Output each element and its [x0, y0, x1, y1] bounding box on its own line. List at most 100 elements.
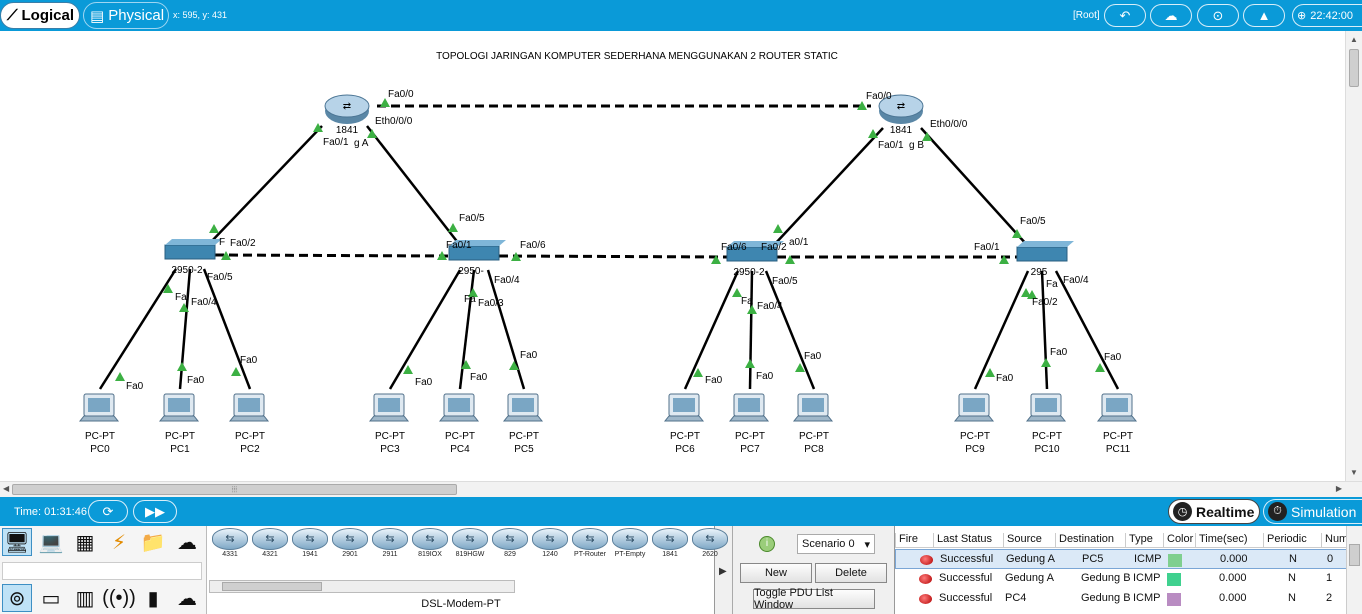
link-status-triangle-4 [868, 129, 878, 138]
pc4-port-fa0: Fa0 [470, 372, 488, 383]
fire-pdu-icon[interactable] [920, 555, 933, 565]
pointer-button[interactable]: ⊙ [1197, 4, 1239, 27]
pc6-screen [673, 398, 695, 412]
hubs-subcategory[interactable]: ▥ [70, 584, 100, 612]
pdu-color-swatch [1168, 554, 1182, 567]
pc8-port-fa0: Fa0 [804, 351, 822, 362]
realtime-mode-button[interactable]: ◷ Realtime [1168, 499, 1260, 524]
pdu-destination: PC5 [1082, 553, 1104, 565]
misc-category[interactable]: 📁 [138, 528, 168, 556]
device-model-819iox[interactable]: 819IOX [411, 528, 449, 562]
r2-port-fa01: Fa0/1 [878, 140, 904, 151]
pdu-column-num[interactable]: Num [1321, 533, 1348, 547]
pdu-column-color[interactable]: Color [1163, 533, 1193, 547]
pc8-screen [802, 398, 824, 412]
simulation-mode-button[interactable]: ⏱ Simulation [1263, 499, 1362, 524]
model-scroll-thumb[interactable] [222, 582, 322, 591]
logical-mode-button[interactable]: ⟋ Logical [0, 2, 80, 29]
device-model-1841[interactable]: 1841 [651, 528, 689, 562]
pc3-name: PC3 [380, 444, 400, 455]
device-model-4321[interactable]: 4321 [251, 528, 289, 562]
horizontal-scroll-thumb[interactable]: ⦙⦙⦙ [12, 484, 457, 495]
toggle-pdu-list-button[interactable]: Toggle PDU List Window [753, 587, 875, 611]
device-model-2620[interactable]: 2620 [691, 528, 729, 562]
device-model-4331[interactable]: 4331 [211, 528, 249, 562]
pdu-column-last-status[interactable]: Last Status [933, 533, 992, 547]
link-sw1-sw2 [214, 253, 450, 258]
routers-subcategory[interactable]: ⊚ [2, 584, 32, 612]
router-0-body [324, 94, 370, 118]
pc8-name: PC8 [804, 444, 824, 455]
pdu-type: ICMP [1133, 592, 1161, 604]
pdu-column-fire[interactable]: Fire [895, 533, 918, 547]
scroll-down-icon[interactable]: ▼ [1350, 468, 1358, 477]
connections-category[interactable]: ⚡ [104, 528, 134, 556]
pdu-column-source[interactable]: Source [1003, 533, 1042, 547]
router-icon [532, 528, 568, 550]
logical-workspace[interactable]: TOPOLOGI JARINGAN KOMPUTER SEDERHANA MEN… [0, 31, 1345, 481]
multiuser-category[interactable]: ☁ [172, 528, 202, 556]
info-icon[interactable]: i [759, 536, 775, 552]
pdu-column-type[interactable]: Type [1125, 533, 1153, 547]
scroll-right-icon[interactable]: ▶ [1335, 484, 1342, 493]
device-model-829[interactable]: 829 [491, 528, 529, 562]
link-status-triangle-7 [221, 251, 231, 260]
device-model-819hgw[interactable]: 819HGW [451, 528, 489, 562]
scenario-select[interactable]: Scenario 0 ▾ [797, 534, 875, 554]
clock-button[interactable]: ⊕ 22:42:00 [1292, 4, 1362, 27]
link-status-triangle-1 [857, 101, 867, 110]
pc2-port-fa0: Fa0 [240, 355, 258, 366]
wireless-subcategory[interactable]: ((•)) [102, 584, 136, 612]
device-model-1941[interactable]: 1941 [291, 528, 329, 562]
vertical-scroll-thumb[interactable] [1349, 49, 1359, 87]
pdu-source: Gedung A [1005, 572, 1054, 584]
link-status-triangle-9 [179, 303, 189, 312]
router-icon [652, 528, 688, 550]
end-devices-category[interactable]: 💻 [36, 528, 66, 556]
wan-emulation-subcategory[interactable]: ☁ [172, 584, 202, 612]
scroll-up-icon[interactable]: ▲ [1350, 35, 1358, 44]
switch-0-model: 2950-2 [171, 265, 203, 276]
expand-panel-icon[interactable]: ▶ [719, 566, 727, 577]
device-model-1240[interactable]: 1240 [531, 528, 569, 562]
device-model-pt-router[interactable]: PT-Router [571, 528, 609, 562]
fast-forward-button[interactable]: ▶▶ [133, 500, 177, 523]
pdu-column-time-sec[interactable]: Time(sec) [1195, 533, 1247, 547]
pdu-column-destination[interactable]: Destination [1055, 533, 1114, 547]
cloud-icon: ☁ [177, 531, 197, 554]
pdu-periodic: N [1289, 553, 1297, 565]
pdu-scroll-thumb[interactable] [1349, 544, 1360, 566]
background-image-button[interactable]: ▲ [1243, 4, 1285, 27]
fire-pdu-icon[interactable] [919, 574, 932, 584]
sw4-port-fa04: Fa0/4 [1063, 275, 1089, 286]
pc9-screen [963, 398, 985, 412]
switches-subcategory[interactable]: ▭ [36, 584, 66, 612]
workspace-horizontal-scrollbar[interactable]: ◀ ⦙⦙⦙ ▶ [0, 481, 1362, 497]
new-scenario-button[interactable]: New [740, 563, 812, 583]
cluster-button[interactable]: ☁ [1150, 4, 1192, 27]
link-status-triangle-23 [115, 372, 125, 381]
pc7-port-fa0: Fa0 [756, 371, 774, 382]
device-model-pt-empty[interactable]: PT-Empty [611, 528, 649, 562]
sw3-port-fa05: Fa0/5 [772, 276, 798, 287]
device-model-2911[interactable]: 2911 [371, 528, 409, 562]
physical-mode-button[interactable]: ▤ Physical [83, 2, 169, 29]
model-list-scrollbar[interactable] [209, 580, 515, 593]
power-cycle-button[interactable]: ⟳ [88, 500, 128, 523]
device-model-2901[interactable]: 2901 [331, 528, 369, 562]
pdu-column-periodic[interactable]: Periodic [1263, 533, 1307, 547]
network-devices-category[interactable]: 🖥 [2, 528, 32, 556]
fire-pdu-icon[interactable] [919, 594, 932, 604]
components-category[interactable]: ▦ [70, 528, 100, 556]
back-button[interactable]: ↶ [1104, 4, 1146, 27]
pdu-list-scrollbar[interactable] [1346, 526, 1362, 614]
workspace-vertical-scrollbar[interactable]: ▲ ▼ [1345, 31, 1362, 481]
scroll-left-icon[interactable]: ◀ [3, 484, 10, 493]
pdu-type: ICMP [1134, 553, 1162, 565]
device-model-label: 829 [504, 551, 516, 558]
delete-scenario-button[interactable]: Delete [815, 563, 887, 583]
security-subcategory[interactable]: ▮ [138, 584, 168, 612]
